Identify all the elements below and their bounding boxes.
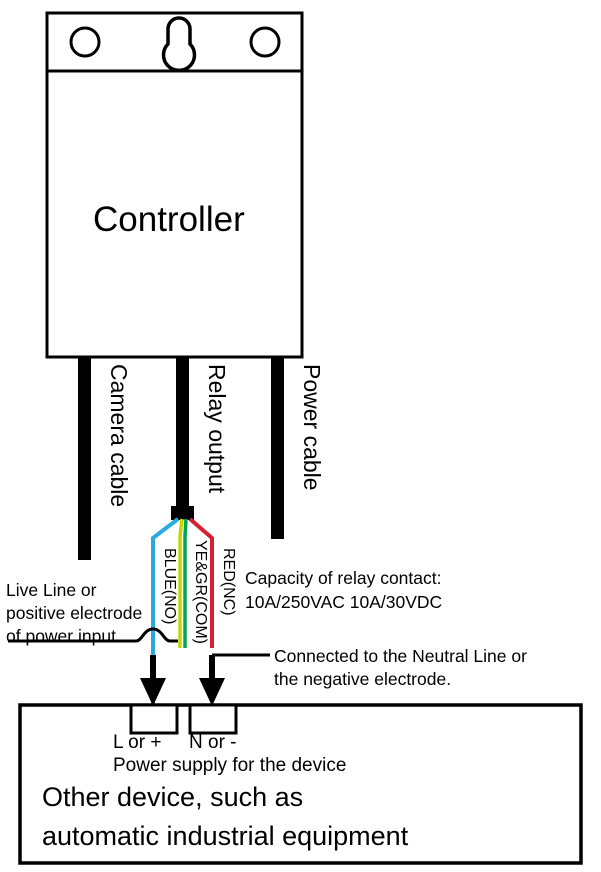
wire-red-nc (188, 517, 214, 648)
annotation-capacity: Capacity of relay contact: 10A/250VAC 10… (245, 568, 442, 612)
terminal-l-label: L or + (113, 732, 161, 753)
relay-connector (171, 506, 194, 520)
wire-yellow-com (178, 518, 184, 648)
neutral-text-1: Connected to the Neutral Line or (274, 646, 527, 666)
live-line-text-2: positive electrode (6, 603, 142, 623)
cable-bundle: Camera cable Relay output Power cable (78, 357, 325, 560)
arrow-right-head-icon (199, 678, 225, 706)
device-description-line-2: automatic industrial equipment (42, 821, 409, 851)
terminal-l-inner (134, 707, 174, 731)
mounting-hole-right-icon (249, 26, 281, 58)
relay-output-cable (176, 357, 189, 513)
device-box: L or + N or - Power supply for the devic… (18, 703, 583, 865)
terminal-n-label: N or - (189, 732, 237, 753)
wire-red-nc-label: RED(NC) (220, 548, 237, 616)
capacity-text-2: 10A/250VAC 10A/30VDC (245, 592, 442, 612)
arrow-left-head-icon (140, 678, 166, 706)
capacity-text-1: Capacity of relay contact: (245, 568, 441, 588)
wire-green-com (183, 518, 188, 648)
camera-cable (78, 357, 91, 560)
relay-wires: BLUE(NO) YE&GR(COM) RED(NC) (151, 517, 237, 705)
power-cable-label: Power cable (299, 364, 325, 491)
keyhole-slot-icon (161, 16, 197, 73)
relay-connector-block (171, 506, 194, 520)
annotation-live-line: Live Line or positive electrode of power… (6, 580, 142, 646)
power-supply-caption: Power supply for the device (113, 755, 346, 776)
relay-output-label: Relay output (204, 364, 230, 494)
connection-arrows (140, 655, 225, 706)
controller-body: Controller (45, 69, 304, 359)
live-line-text-3: of power input (6, 626, 116, 646)
wire-yegr-com-label: YE&GR(COM) (192, 540, 209, 644)
live-line-crossover-hump (8, 627, 178, 643)
wire-blue-no-label: BLUE(NO) (161, 548, 178, 624)
live-line-text-1: Live Line or (6, 580, 97, 600)
device-description-line-1: Other device, such as (42, 782, 303, 812)
terminal-n-inner (193, 707, 233, 731)
controller-label: Controller (93, 200, 245, 239)
camera-cable-label: Camera cable (106, 364, 132, 507)
annotation-neutral: Connected to the Neutral Line or the neg… (274, 646, 527, 689)
mounting-hole-left-icon (69, 26, 101, 58)
live-line-leader (8, 627, 178, 643)
neutral-text-2: the negative electrode. (274, 669, 451, 689)
mounting-plate (45, 11, 304, 73)
power-cable (271, 357, 284, 539)
wire-blue-no (151, 517, 180, 705)
